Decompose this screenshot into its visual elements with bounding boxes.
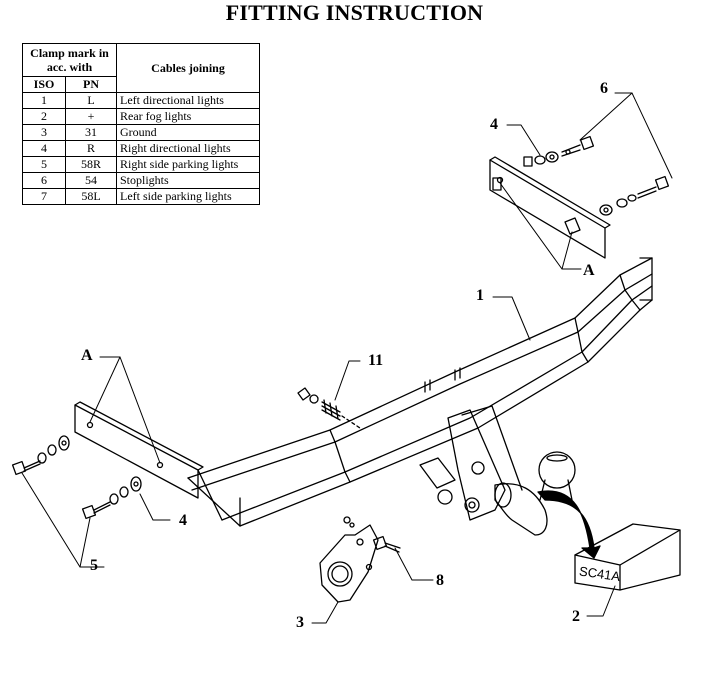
cable-description-cell: Right side parking lights — [116, 156, 260, 173]
right-bolt-set — [599, 175, 670, 216]
callout-part-6: 6 — [600, 80, 608, 97]
right-side-bracket — [489, 156, 611, 259]
cables-joining-table: Clamp mark in acc. with Cables joining I… — [22, 43, 260, 205]
spring-washers-11 — [297, 387, 361, 429]
cables-joining-header: Cables joining — [116, 43, 260, 93]
screw-8 — [343, 516, 401, 553]
fitting-arrow — [537, 490, 601, 559]
callout-part-2: 2 — [572, 608, 580, 625]
table-row: 3 31 Ground — [22, 124, 260, 141]
mark-a-left: A — [81, 347, 93, 364]
crossbar-beam — [187, 257, 653, 527]
table-row: 7 58L Left side parking lights — [22, 188, 260, 205]
top-bolt-set — [523, 135, 595, 167]
table-row: 6 54 Stoplights — [22, 172, 260, 189]
callout-part-1: 1 — [476, 287, 484, 304]
leader-lines — [21, 92, 673, 624]
left-bolt-set-upper — [11, 435, 70, 476]
tow-ball — [538, 451, 576, 501]
clamp-mark-header: Clamp mark in acc. with — [22, 43, 117, 77]
cable-description-cell: Right directional lights — [116, 140, 260, 157]
pn-cell: 54 — [65, 172, 117, 189]
cable-description-cell: Stoplights — [116, 172, 260, 189]
callout-part-8: 8 — [436, 572, 444, 589]
left-side-bracket — [74, 401, 241, 527]
callout-part-5: 5 — [90, 557, 98, 574]
cable-description-cell: Ground — [116, 124, 260, 141]
callout-part-4-bottom: 4 — [179, 512, 187, 529]
pn-cell: 58L — [65, 188, 117, 205]
cable-description-cell: Left side parking lights — [116, 188, 260, 205]
package-code-label: SC41A — [578, 563, 621, 584]
package-box — [574, 523, 681, 591]
ball-mount-neck — [419, 405, 548, 536]
table-row: 4 R Right directional lights — [22, 140, 260, 157]
socket-plate — [319, 524, 379, 603]
callout-part-4-top: 4 — [490, 116, 498, 133]
callout-part-3: 3 — [296, 614, 304, 631]
pn-column-header: PN — [65, 76, 117, 93]
callout-part-11: 11 — [368, 352, 383, 369]
left-bolt-set-lower — [81, 476, 142, 520]
mark-a-right: A — [583, 262, 595, 279]
iso-cell: 7 — [22, 188, 66, 205]
page-title: FITTING INSTRUCTION — [225, 0, 484, 25]
pn-cell: 31 — [65, 124, 117, 141]
